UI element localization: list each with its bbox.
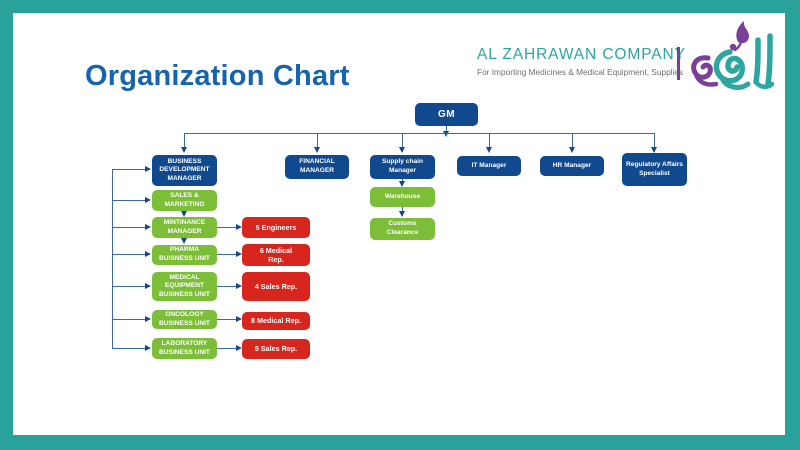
connector — [489, 133, 491, 148]
org-node-medical-equipment-business-unit: MEDICAL EQUIPMENT BUSINESS UNIT — [152, 272, 217, 301]
connector — [217, 227, 237, 229]
connector — [572, 133, 574, 148]
org-node-business-development-manager: BUSINESS DEVELOPMENT MANAGER — [152, 155, 217, 186]
page-title: Organization Chart — [85, 60, 350, 92]
connector — [112, 254, 145, 256]
connector — [446, 126, 448, 132]
connector — [112, 286, 145, 288]
org-node-warehouse: Warehouse — [370, 187, 435, 207]
org-node-laboratory-business-unit: LABORATORY BUSINESS UNIT — [152, 338, 217, 359]
connector-arrow — [145, 223, 151, 230]
connector-arrow — [236, 250, 242, 257]
connector — [317, 133, 319, 148]
org-node-staff-5-engineers: 5 Engineers — [242, 217, 310, 238]
connector-arrow — [485, 147, 492, 153]
connector — [217, 254, 237, 256]
org-node-sales-marketing: SALES & MARKETING — [152, 190, 217, 211]
connector — [184, 133, 654, 135]
org-node-pharma-buisness-unit: PHARMA BUISNESS UNIT — [152, 245, 217, 265]
connector — [217, 348, 237, 350]
arabic-calligraphy-logo-icon — [691, 21, 775, 90]
connector-arrow — [145, 344, 151, 351]
connector-arrow — [145, 196, 151, 203]
connector-arrow — [398, 147, 405, 153]
connector-arrow — [180, 147, 187, 153]
connector-arrow — [145, 282, 151, 289]
connector — [402, 207, 404, 211]
connector — [112, 200, 145, 202]
connector-arrow — [236, 223, 242, 230]
connector-arrow — [236, 315, 242, 322]
connector-arrow — [145, 250, 151, 257]
connector — [112, 169, 145, 171]
connector — [184, 133, 186, 148]
company-tagline: For Importing Medicines & Medical Equipm… — [477, 67, 684, 77]
connector-arrow — [313, 147, 320, 153]
connector-arrow — [650, 147, 657, 153]
org-node-supply-chain-manager: Supply chain Manager — [370, 155, 435, 179]
org-node-hr-manager: HR Manager — [540, 156, 604, 176]
connector — [112, 227, 145, 229]
connector — [112, 348, 145, 350]
connector-arrow — [236, 344, 242, 351]
connector — [654, 133, 656, 148]
connector — [112, 169, 114, 349]
connector — [217, 319, 237, 321]
connector-arrow — [145, 165, 151, 172]
connector-arrow — [398, 211, 405, 217]
connector-arrow — [398, 181, 405, 187]
org-node-customs-clearance: Customs Clearance — [370, 218, 435, 240]
company-name: AL ZAHRAWAN COMPANY — [477, 46, 686, 63]
org-node-staff-4-sales-rep: 4 Sales Rep. — [242, 272, 310, 301]
slide-canvas: Organization Chart AL ZAHRAWAN COMPANY F… — [13, 13, 785, 435]
connector-arrow — [236, 282, 242, 289]
org-node-regulatory-affairs-specialist: Regulatory Affairs Specialist — [622, 153, 687, 186]
org-node-it-manager: IT Manager — [457, 156, 521, 176]
connector — [402, 133, 404, 148]
org-node-staff-5-sales-rep: 5 Sales Rep. — [242, 339, 310, 359]
connector-arrow — [180, 238, 187, 244]
connector-arrow — [568, 147, 575, 153]
org-node-staff-6-medical-rep: 6 Medical Rep. — [242, 244, 310, 266]
connector — [112, 319, 145, 321]
connector-arrow — [145, 315, 151, 322]
connector — [217, 286, 237, 288]
org-node-financial-manager: FINANCIAL MANAGER — [285, 155, 349, 179]
connector — [402, 179, 404, 182]
connector-arrow — [180, 211, 187, 217]
org-node-staff-8-medical-rep: 8 Medical Rep. — [242, 312, 310, 330]
org-node-gm: GM — [415, 103, 478, 126]
logo-separator-bar — [677, 47, 680, 80]
org-node-oncology-business-unit: ONCOLOGY BUSINESS UNIT — [152, 310, 217, 329]
org-node-mintinance-manager: MINTINANCE MANAGER — [152, 217, 217, 238]
